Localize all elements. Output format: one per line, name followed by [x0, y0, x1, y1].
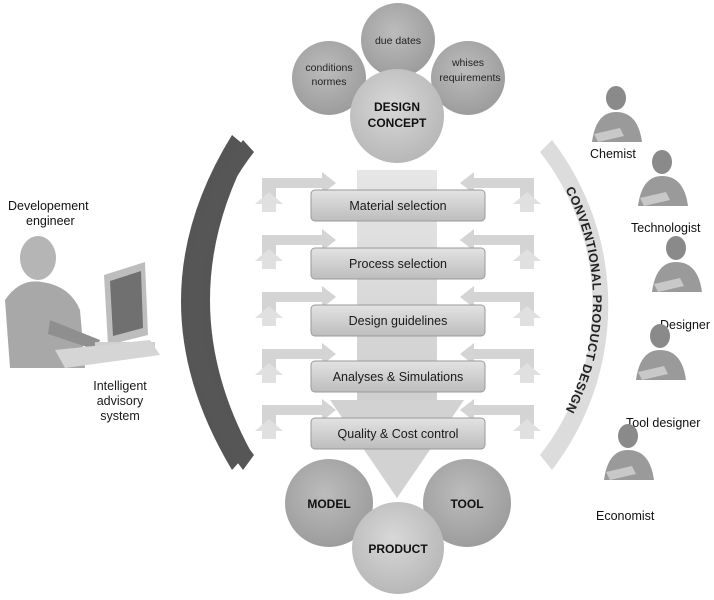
step-label: Material selection [349, 199, 446, 213]
chemist-icon [592, 86, 642, 142]
left-feedback-arrows [255, 172, 336, 439]
feedback-arrow-left [460, 399, 541, 439]
feedback-arrow-right [255, 343, 336, 383]
step-box: Quality & Cost control [310, 417, 486, 450]
step-box: Material selection [310, 189, 486, 222]
system-label-3: system [100, 409, 140, 423]
engineer-figure-icon [5, 236, 100, 368]
tool-designer-icon [636, 324, 686, 380]
person-label: Designer [660, 318, 710, 332]
product-text: PRODUCT [368, 542, 428, 556]
model-text: MODEL [307, 497, 350, 511]
due-dates-circle [361, 3, 435, 77]
feedback-arrow-right [255, 399, 336, 439]
step-box-bg [310, 189, 486, 222]
person-label: Technologist [631, 221, 701, 235]
designer-icon [652, 236, 702, 292]
due-dates-text: due dates [375, 35, 421, 47]
right-feedback-arrows [460, 172, 541, 439]
person-label: Chemist [590, 147, 636, 161]
conditions-text: conditions [305, 62, 352, 74]
feedback-arrow-right [255, 172, 336, 212]
step-box-bg [310, 360, 486, 393]
system-label-1: Intelligent [93, 379, 147, 393]
step-box: Process selection [310, 247, 486, 280]
feedback-arrow-right [255, 286, 336, 326]
conventional-design-arc: CONVENTIONAL PRODUCT DESIGN [540, 140, 609, 470]
whises-circle [431, 41, 505, 115]
feedback-arrow-left [460, 172, 541, 212]
model-circle [285, 459, 373, 547]
step-label: Process selection [349, 257, 447, 271]
bottom-circles: MODEL TOOL PRODUCT [285, 459, 511, 594]
technologist-icon [638, 150, 688, 206]
requirements-text: requirements [439, 72, 500, 84]
product-circle [352, 502, 444, 594]
feedback-arrow-left [460, 286, 541, 326]
person-label: Economist [596, 509, 655, 523]
tool-circle [423, 459, 511, 547]
step-box-bg [310, 247, 486, 280]
design-concept-circle [350, 69, 444, 163]
conditions-circle [292, 41, 366, 115]
step-label: Analyses & Simulations [333, 370, 464, 384]
person-label: Tool designer [626, 416, 700, 430]
engineer-label-2: engineer [26, 214, 75, 228]
feedback-arrow-right [255, 229, 336, 269]
step-box: Design guidelines [310, 304, 486, 337]
step-box: Analyses & Simulations [310, 360, 486, 393]
step-label: Quality & Cost control [338, 427, 459, 441]
whises-text: whises [451, 57, 484, 69]
design-text: DESIGN [374, 100, 420, 114]
step-box-bg [310, 417, 486, 450]
step-label: Design guidelines [349, 314, 448, 328]
intelligent-design-arc: INTELLIGENT PRODUCT DESIGN [160, 135, 254, 470]
concept-text: CONCEPT [368, 116, 427, 130]
economist-icon [604, 424, 654, 480]
computer-icon [55, 262, 160, 368]
tool-text: TOOL [450, 497, 483, 511]
engineer-label-1: Developement [8, 199, 89, 213]
system-label-2: advisory [97, 394, 144, 408]
normes-text: normes [311, 76, 346, 88]
conventional-design-label: CONVENTIONAL PRODUCT DESIGN [563, 184, 604, 415]
feedback-arrow-left [460, 343, 541, 383]
engineer-illustration: Developement engineer Intelligent adviso… [5, 199, 160, 423]
feedback-arrow-left [460, 229, 541, 269]
top-circles: due dates conditions normes whises requi… [292, 3, 505, 163]
step-box-bg [310, 304, 486, 337]
